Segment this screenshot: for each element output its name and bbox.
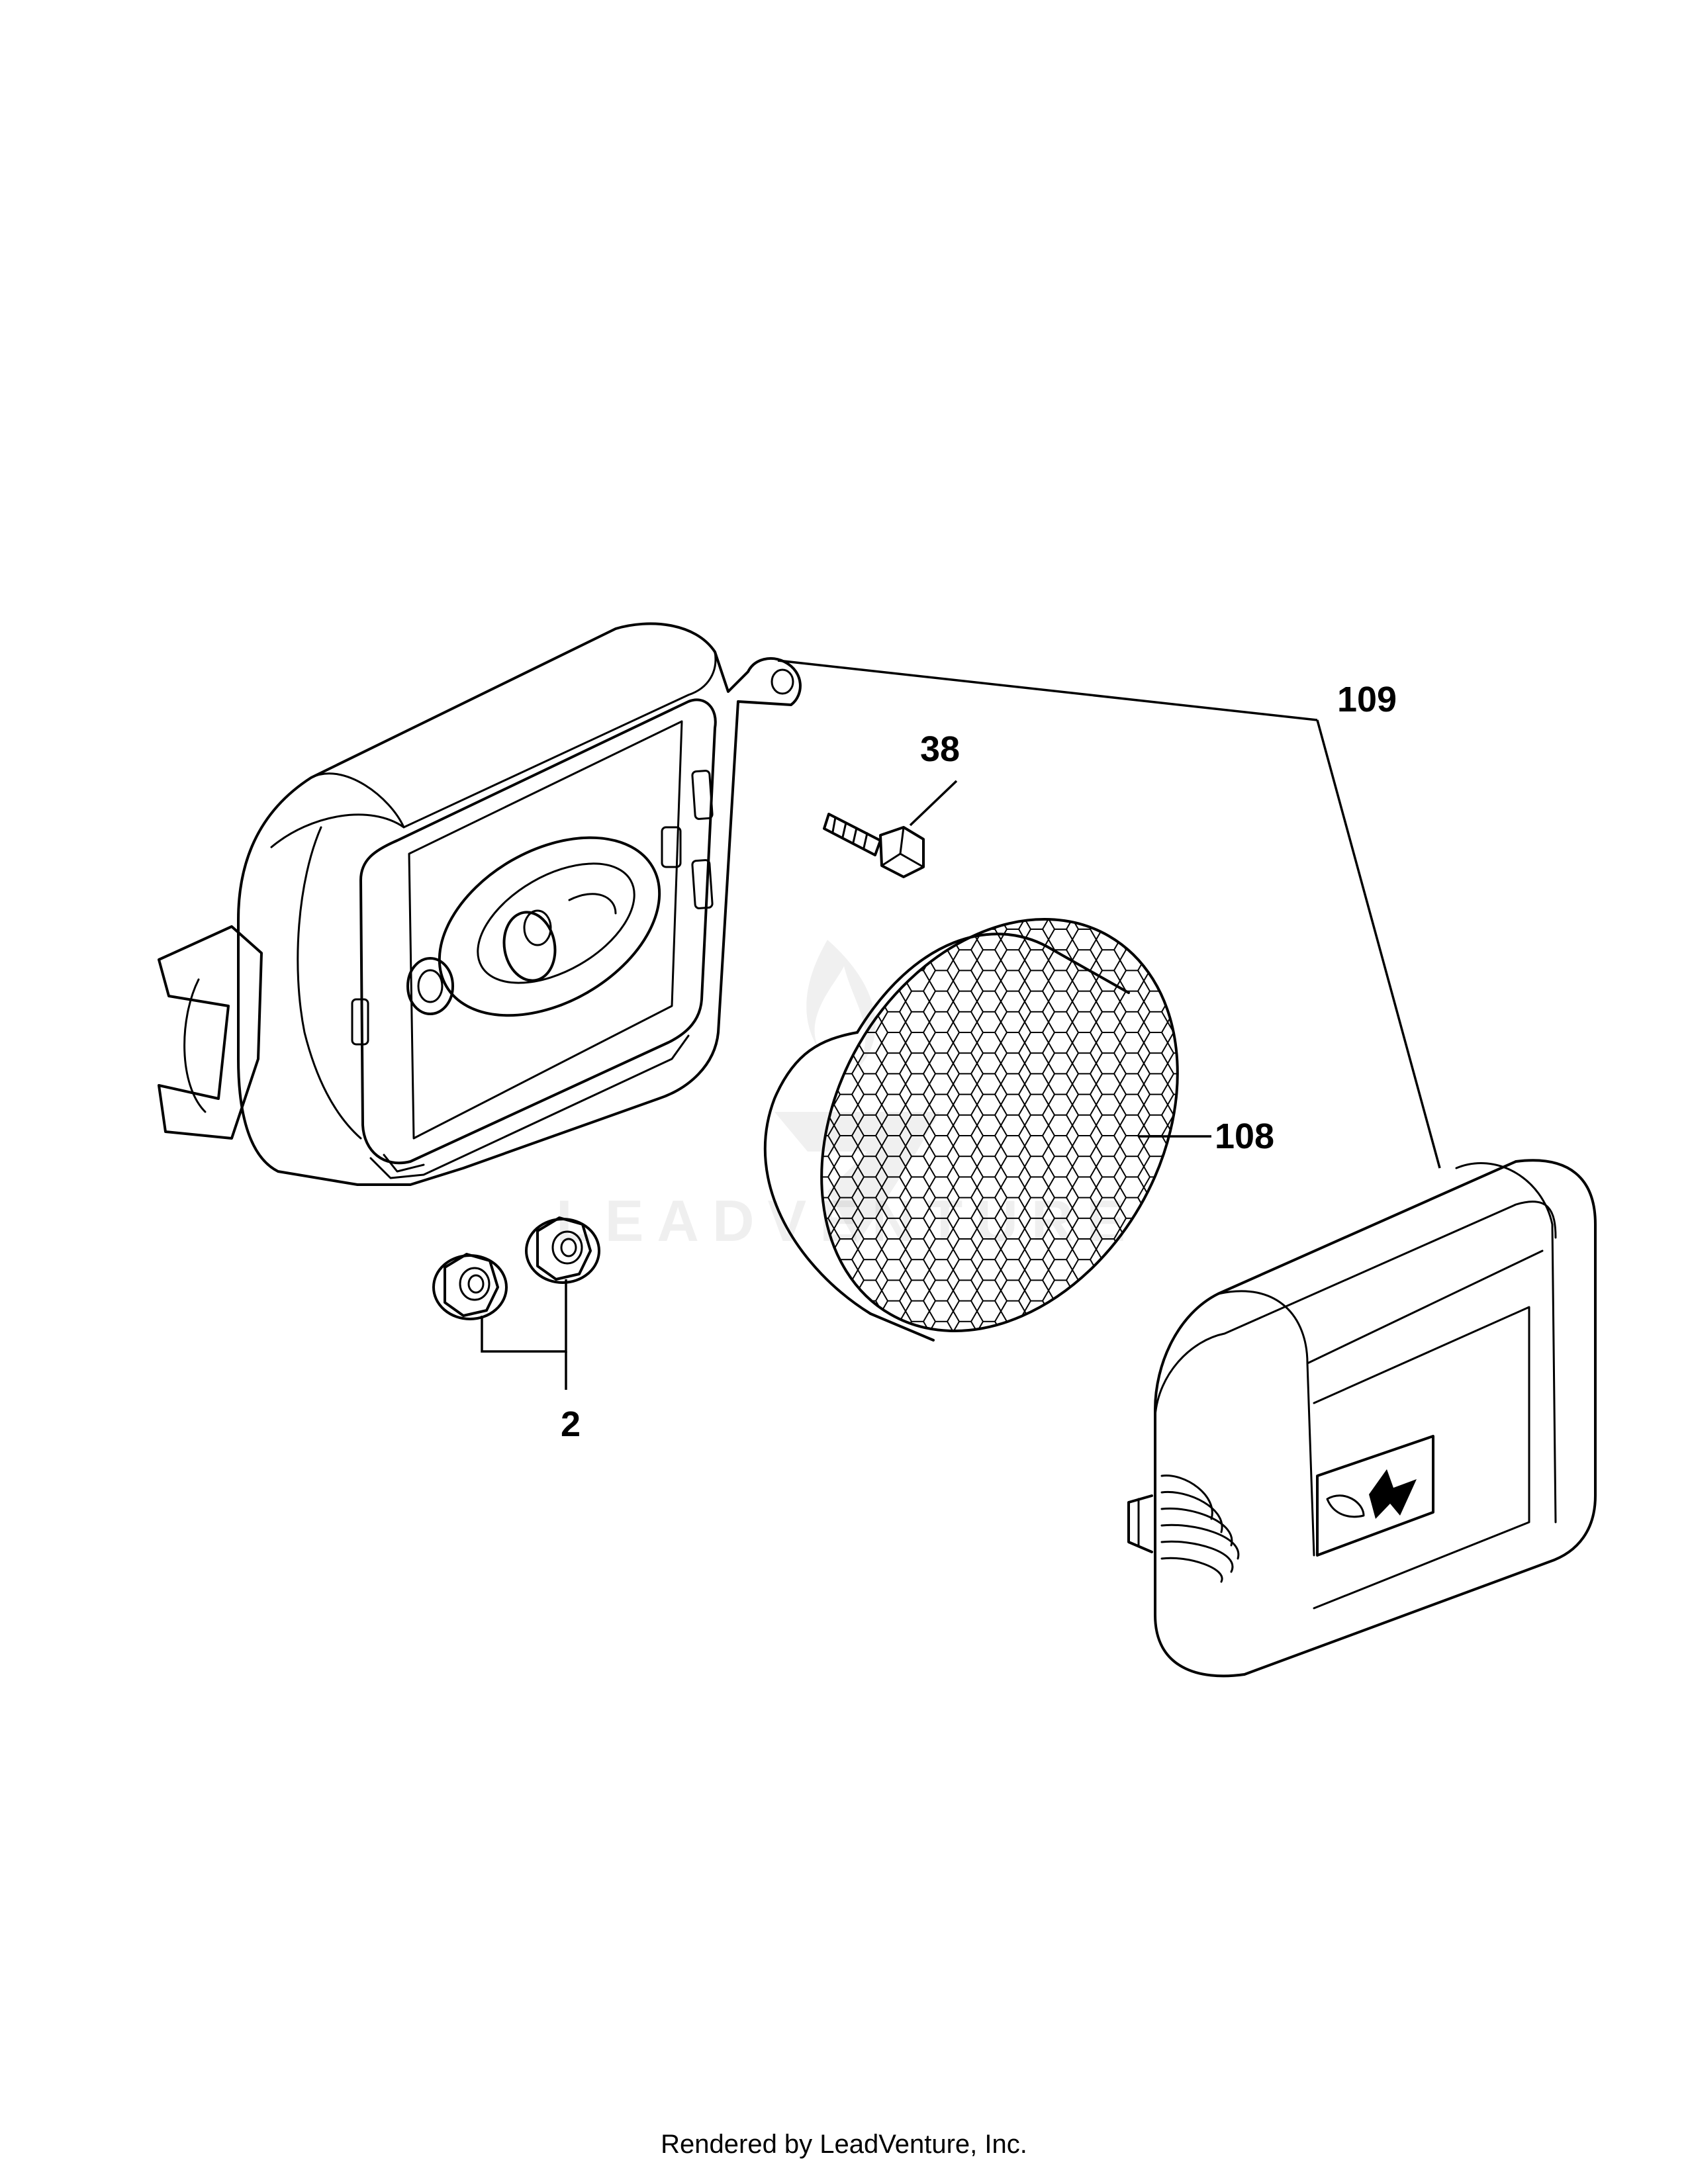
flange-nut-left[interactable] xyxy=(432,1253,508,1320)
footer-credit: Rendered by LeadVenture, Inc. xyxy=(661,2130,1027,2159)
flange-nut-right[interactable] xyxy=(525,1216,600,1284)
callout-109[interactable]: 109 xyxy=(1337,680,1397,719)
callout-2[interactable]: 2 xyxy=(561,1404,581,1444)
leader-lines xyxy=(481,659,1441,1390)
bolt[interactable] xyxy=(823,813,925,878)
callout-38[interactable]: 38 xyxy=(920,729,960,769)
callout-108[interactable]: 108 xyxy=(1215,1116,1274,1156)
air-cleaner-base[interactable] xyxy=(158,622,802,1186)
air-cleaner-cover[interactable] xyxy=(1127,1159,1597,1678)
